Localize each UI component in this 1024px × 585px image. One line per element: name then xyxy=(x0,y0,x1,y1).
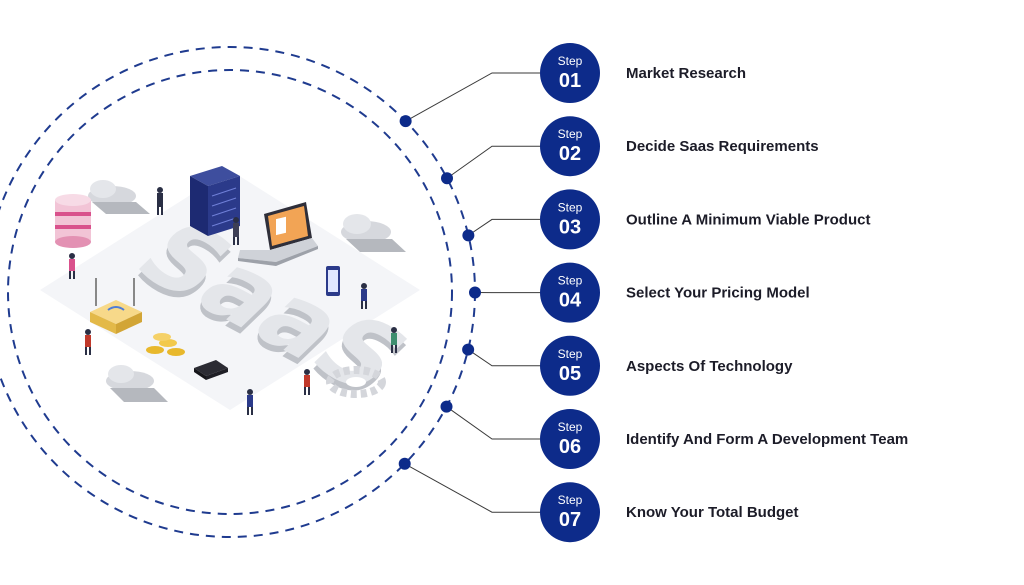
person-icon xyxy=(247,389,253,415)
step-connector xyxy=(468,218,540,236)
step-badge xyxy=(540,262,600,323)
step-item: Step 06 Identify And Form A Development Te… xyxy=(440,400,908,469)
router-icon xyxy=(90,278,142,334)
step-ring-dot xyxy=(462,229,475,242)
step-item: Step 03 Outline A Minimum Viable Product xyxy=(462,189,870,250)
step-label: Identify And Form A Development Team xyxy=(626,431,908,448)
step-badge xyxy=(540,116,600,177)
step-badge xyxy=(540,409,600,469)
step-badge xyxy=(540,335,600,396)
phone-icon xyxy=(326,266,340,296)
step-label: Market Research xyxy=(626,65,746,82)
step-ring-dot xyxy=(399,115,412,128)
person-icon xyxy=(391,327,397,353)
step-badge xyxy=(540,189,600,250)
step-label: Outline A Minimum Viable Product xyxy=(626,211,870,228)
step-number: 06 xyxy=(559,436,581,458)
floor-platform xyxy=(40,170,420,410)
step-label: Aspects Of Technology xyxy=(626,358,793,375)
step-ring-dot xyxy=(468,286,481,299)
step-badge xyxy=(540,43,600,103)
cloud-icon xyxy=(88,180,150,214)
inner-dashed-ring xyxy=(7,69,453,515)
step-label: Know Your Total Budget xyxy=(626,504,799,521)
person-icon xyxy=(157,187,163,215)
step-word: Step xyxy=(558,54,583,68)
step-connector xyxy=(467,349,540,367)
step-number: 07 xyxy=(559,509,581,531)
step-item: Step 07 Know Your Total Budget xyxy=(398,457,799,543)
step-number: 02 xyxy=(559,143,581,165)
step-connector xyxy=(446,406,540,440)
coins-icon xyxy=(146,333,185,356)
step-ring-dot xyxy=(462,343,475,356)
step-word: Step xyxy=(558,200,583,214)
database-icon xyxy=(55,194,91,248)
person-icon xyxy=(69,253,75,279)
step-connector xyxy=(405,72,540,122)
step-word: Step xyxy=(558,127,583,141)
person-icon xyxy=(361,283,367,309)
step-item: Step 04 Select Your Pricing Model xyxy=(468,262,810,323)
step-connector xyxy=(404,463,540,513)
step-label: Decide Saas Requirements xyxy=(626,138,819,155)
step-connector xyxy=(446,145,540,179)
step-number: 04 xyxy=(559,290,582,312)
step-ring-dot xyxy=(398,457,411,470)
step-badge xyxy=(540,482,600,543)
step-word: Step xyxy=(558,493,583,507)
step-item: Step 05 Aspects Of Technology xyxy=(462,335,793,396)
cloud-icon xyxy=(106,365,168,402)
step-word: Step xyxy=(558,347,583,361)
server-rack-icon xyxy=(190,166,240,236)
person-icon xyxy=(304,369,310,395)
step-ring-dot xyxy=(441,172,454,185)
step-label: Select Your Pricing Model xyxy=(626,285,810,302)
step-item: Step 02 Decide Saas Requirements xyxy=(441,116,819,185)
calculator-icon xyxy=(194,360,228,380)
laptop-icon xyxy=(238,202,318,266)
step-ring-dot xyxy=(440,400,453,413)
cloud-icon xyxy=(341,214,406,252)
gear-icon xyxy=(326,366,386,398)
step-number: 03 xyxy=(559,216,581,238)
person-icon xyxy=(85,329,91,355)
saas-illustration: SaaS SaaS xyxy=(40,166,432,417)
step-word: Step xyxy=(558,420,583,434)
step-item: Step 01 Market Research xyxy=(399,43,746,128)
step-number: 05 xyxy=(559,363,581,385)
step-number: 01 xyxy=(559,70,581,92)
person-icon xyxy=(233,217,239,245)
step-word: Step xyxy=(558,274,583,288)
